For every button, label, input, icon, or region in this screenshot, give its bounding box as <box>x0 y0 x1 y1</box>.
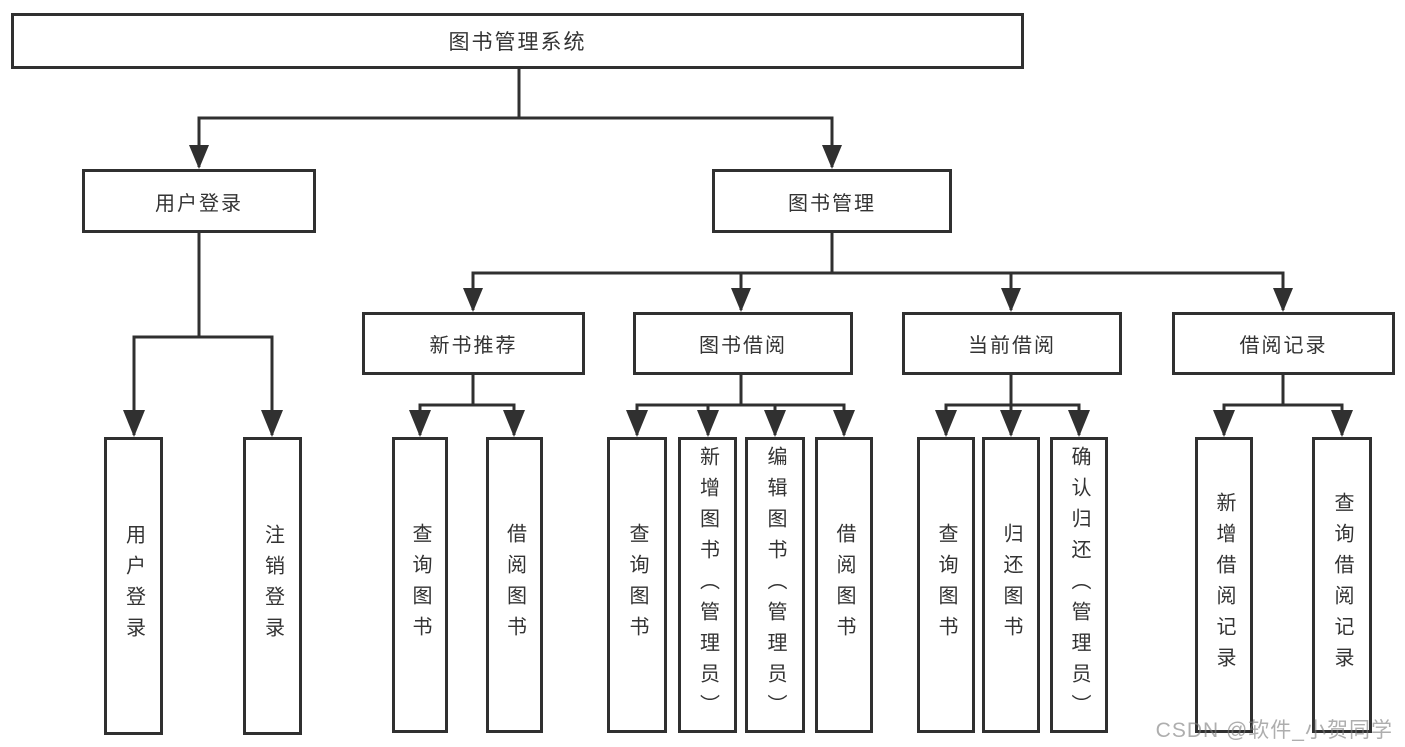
node-label: 编辑图书（管理员） <box>764 445 786 725</box>
node-label: 借阅图书 <box>833 523 855 647</box>
arrowhead-icon <box>1000 410 1022 437</box>
node-book-management: 图书管理 <box>712 169 952 233</box>
leaf-add-borrow-record: 新增借阅记录 <box>1195 437 1253 733</box>
arrowhead-icon <box>189 145 209 169</box>
node-current-borrow: 当前借阅 <box>902 312 1122 375</box>
node-label: 新增借阅记录 <box>1213 492 1235 678</box>
leaf-add-books-admin: 新增图书（管理员） <box>678 437 737 733</box>
node-user-login: 用户登录 <box>82 169 316 233</box>
node-label: 查询图书 <box>409 523 431 647</box>
node-label: 图书借阅 <box>699 335 787 357</box>
leaf-borrow-query-books: 查询图书 <box>607 437 667 733</box>
arrowhead-icon <box>833 410 855 437</box>
leaf-recommend-borrow-books: 借阅图书 <box>486 437 543 733</box>
edge-recommend-bracket <box>418 403 516 435</box>
arrowhead-icon <box>409 410 431 437</box>
edge-level2-bracket <box>197 116 834 167</box>
node-label: 查询图书 <box>626 523 648 647</box>
node-label: 用户登录 <box>122 524 145 648</box>
arrowhead-icon <box>1213 410 1235 437</box>
arrowhead-icon <box>626 410 648 437</box>
edge-level3-bracket <box>471 271 1285 310</box>
leaf-current-query-books: 查询图书 <box>917 437 975 733</box>
edge-records-bracket <box>1222 403 1344 435</box>
leaf-user-login: 用户登录 <box>104 437 163 735</box>
arrowhead-icon <box>822 145 842 169</box>
arrowhead-icon <box>764 410 786 437</box>
node-label: 当前借阅 <box>968 335 1056 357</box>
node-label: 归还图书 <box>1000 523 1022 647</box>
edge-borrow-bracket <box>635 403 846 435</box>
arrowhead-icon <box>463 288 483 312</box>
leaf-query-borrow-record: 查询借阅记录 <box>1312 437 1372 733</box>
node-root: 图书管理系统 <box>11 13 1024 69</box>
node-label: 图书管理 <box>788 192 876 215</box>
leaf-edit-books-admin: 编辑图书（管理员） <box>745 437 805 733</box>
node-new-book-recommend: 新书推荐 <box>362 312 585 375</box>
node-label: 借阅图书 <box>503 523 526 647</box>
arrowhead-icon <box>697 410 719 437</box>
node-label: 确认归还（管理员） <box>1068 445 1090 725</box>
node-label: 查询借阅记录 <box>1331 492 1353 678</box>
node-label: 注销登录 <box>261 524 284 648</box>
node-label: 图书管理系统 <box>448 31 587 54</box>
arrowhead-icon <box>123 410 145 437</box>
leaf-return-books: 归还图书 <box>982 437 1040 733</box>
arrowhead-icon <box>1068 410 1090 437</box>
node-label: 新书推荐 <box>429 335 518 357</box>
node-label: 用户登录 <box>155 192 243 215</box>
arrowhead-icon <box>1273 288 1293 312</box>
leaf-confirm-return-admin: 确认归还（管理员） <box>1050 437 1108 733</box>
arrowhead-icon <box>261 410 283 437</box>
node-label: 借阅记录 <box>1239 335 1328 357</box>
leaf-logout: 注销登录 <box>243 437 302 735</box>
edge-login-bracket <box>132 335 274 435</box>
csdn-watermark: CSDN @软件_小贺同学 <box>1155 719 1393 742</box>
node-label: 查询图书 <box>935 523 957 647</box>
arrowhead-icon <box>1001 288 1021 312</box>
node-label: 新增图书（管理员） <box>696 445 719 725</box>
node-borrow-records: 借阅记录 <box>1172 312 1395 375</box>
arrowhead-icon <box>935 410 957 437</box>
arrowhead-icon <box>731 288 751 312</box>
leaf-recommend-query-books: 查询图书 <box>392 437 448 733</box>
arrowhead-icon <box>1331 410 1353 437</box>
leaf-borrow-books: 借阅图书 <box>815 437 873 733</box>
arrowhead-icon <box>503 410 525 437</box>
node-book-borrow: 图书借阅 <box>633 312 853 375</box>
